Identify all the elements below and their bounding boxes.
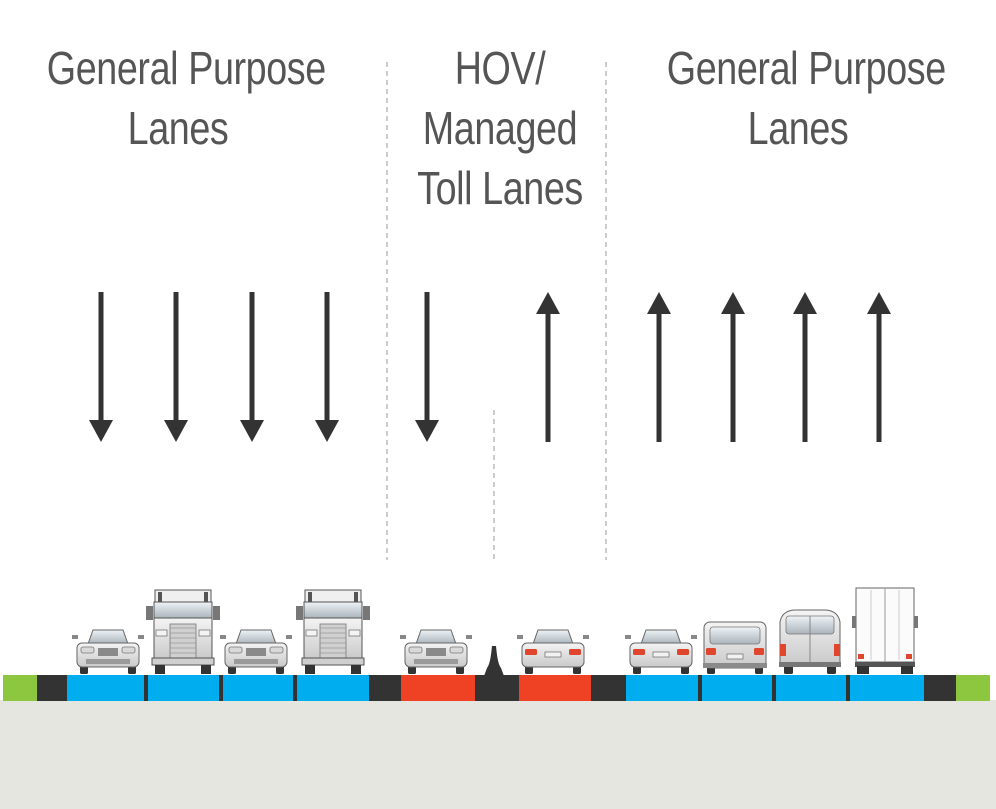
arrow-up-icon: [536, 292, 560, 442]
road-segment-grass: [956, 675, 990, 701]
road-segment-managed-toll: [519, 675, 591, 701]
semi-truck-icon: [296, 589, 370, 674]
sedan-rear-icon: [625, 629, 697, 674]
arrow-down-icon: [164, 292, 188, 442]
road-segment-shoulder: [475, 675, 519, 701]
label-line: Lanes: [747, 102, 849, 154]
road-segment-shoulder: [37, 675, 67, 701]
road-segment-general-purpose: [776, 675, 846, 701]
label-line: Lanes: [127, 102, 229, 154]
road-segment-general-purpose: [148, 675, 219, 701]
arrow-up-icon: [793, 292, 817, 442]
road-segment-general-purpose: [223, 675, 293, 701]
sedan-rear-icon: [517, 629, 589, 674]
road-segment-shoulder: [698, 675, 702, 701]
road-segment-shoulder: [369, 675, 401, 701]
road-pavement: [3, 675, 990, 701]
road-segment-shoulder: [219, 675, 223, 701]
arrow-down-icon: [89, 292, 113, 442]
box-truck-rear-icon: [852, 587, 918, 674]
road-segment-general-purpose: [702, 675, 772, 701]
road-segment-shoulder: [144, 675, 148, 701]
road-segment-shoulder: [591, 675, 626, 701]
arrow-up-icon: [721, 292, 745, 442]
label-line: Toll Lanes: [417, 162, 583, 214]
sedan-icon: [72, 629, 144, 674]
sedan-icon: [220, 629, 292, 674]
sedan-icon: [400, 629, 472, 674]
median-barrier: [484, 646, 504, 676]
road-segment-grass: [3, 675, 37, 701]
ground: [0, 700, 996, 809]
arrow-down-icon: [240, 292, 264, 442]
label-general-purpose-lanes-right: General Purpose Lanes: [666, 38, 946, 158]
road-segment-managed-toll: [401, 675, 475, 701]
semi-truck-icon: [146, 589, 220, 674]
suv-rear-icon: [703, 621, 767, 674]
label-line: General Purpose: [666, 42, 946, 94]
arrow-down-icon: [415, 292, 439, 442]
label-line: Managed: [422, 102, 578, 154]
label-line: HOV/: [454, 42, 546, 94]
label-line: General Purpose: [46, 42, 326, 94]
road-segment-general-purpose: [850, 675, 924, 701]
vehicles: [72, 587, 918, 674]
direction-arrows: [89, 292, 891, 442]
road-segment-shoulder: [772, 675, 776, 701]
road-segment-general-purpose: [67, 675, 144, 701]
arrow-up-icon: [867, 292, 891, 442]
road-segment-shoulder: [924, 675, 956, 701]
road-segment-general-purpose: [297, 675, 369, 701]
van-rear-icon: [779, 609, 841, 674]
label-hov-managed-toll-lanes: HOV/ Managed Toll Lanes: [402, 38, 599, 218]
label-general-purpose-lanes-left: General Purpose Lanes: [46, 38, 326, 158]
road-segment-general-purpose: [626, 675, 698, 701]
arrow-up-icon: [647, 292, 671, 442]
road-segment-shoulder: [293, 675, 297, 701]
road-segment-shoulder: [846, 675, 850, 701]
arrow-down-icon: [315, 292, 339, 442]
